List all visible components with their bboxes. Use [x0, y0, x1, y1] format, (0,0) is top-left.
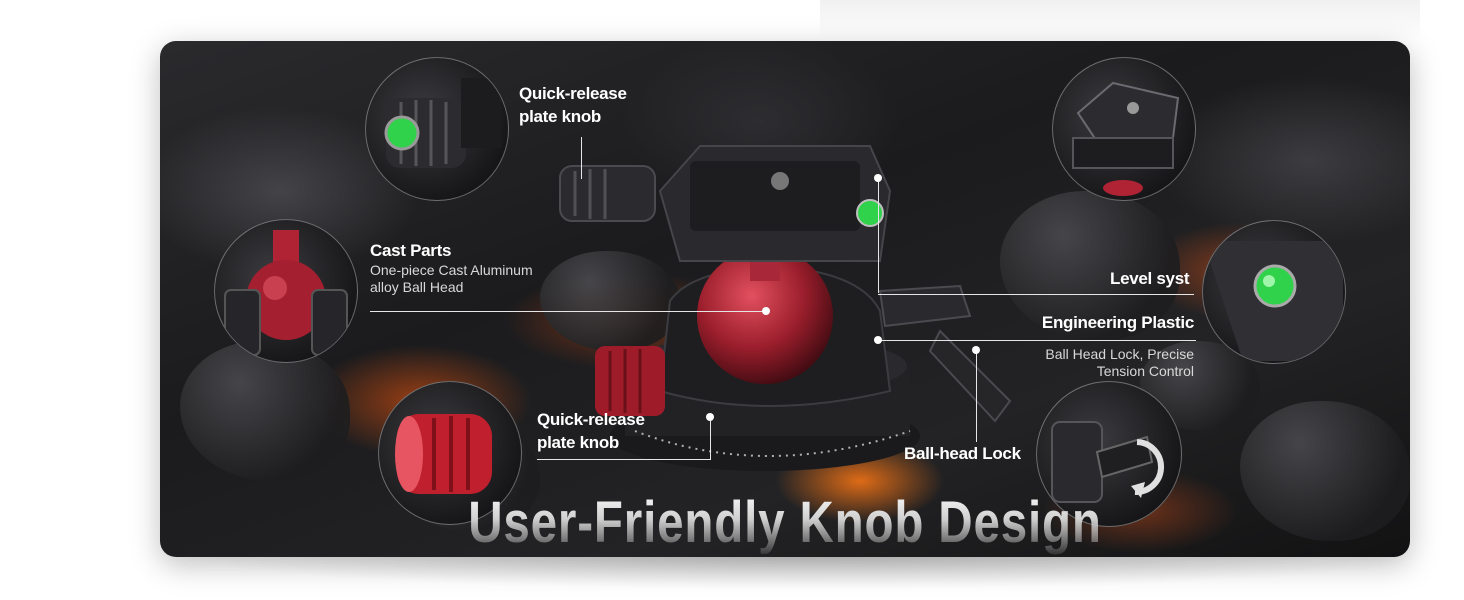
- callout-dot: [972, 346, 980, 354]
- engineering-plastic-title: Engineering Plastic: [1041, 313, 1194, 332]
- quick-release-bottom-line1: Quick-release: [537, 410, 645, 429]
- quick-release-plate-icon: [1072, 81, 1180, 196]
- product-banner: Quick-release plate knob Cast Parts One-…: [160, 41, 1410, 557]
- cast-parts-desc2: alloy Ball Head: [370, 279, 464, 295]
- quick-release-bottom-line2: plate knob: [537, 433, 620, 452]
- lock-rotation-icon: [1051, 421, 1164, 503]
- detail-circle-cast-ball: [214, 219, 358, 363]
- knob-with-level-icon: [384, 78, 501, 168]
- headline: User-Friendly Knob Design: [273, 489, 1298, 556]
- coal-rock: [1000, 191, 1180, 341]
- red-knob-icon: [395, 414, 492, 494]
- cast-parts-desc: One-piece Cast Aluminum alloy Ball Head: [370, 262, 533, 296]
- top-shade: [820, 0, 1420, 40]
- cast-parts-title: Cast Parts: [370, 241, 452, 260]
- detail-circle-lock: [1036, 381, 1182, 527]
- detail-circle-plate: [1052, 57, 1196, 201]
- engineering-plastic-desc: Ball Head Lock, Precise Tension Control: [1045, 346, 1194, 380]
- callout-dot: [706, 413, 714, 421]
- level-system-title: Level syst: [1110, 269, 1190, 288]
- ball-head-illustration: [559, 145, 1012, 471]
- detail-circle-level: [1202, 220, 1346, 364]
- callout-dot: [874, 336, 882, 344]
- cast-parts-desc1: One-piece Cast Aluminum: [370, 262, 533, 278]
- callout-line: [878, 177, 879, 293]
- quick-release-top-line1: Quick-release: [519, 84, 627, 103]
- engineering-plastic-desc1: Ball Head Lock, Precise: [1045, 346, 1194, 362]
- red-ball-icon: [224, 230, 348, 356]
- coal-rock: [1240, 401, 1410, 541]
- coal-rock: [180, 341, 350, 481]
- detail-circle-red-knob: [378, 381, 522, 525]
- engineering-plastic-desc2: Tension Control: [1096, 363, 1194, 379]
- callout-line: [878, 294, 1194, 295]
- callout-line: [710, 421, 711, 459]
- callout-dot: [762, 307, 770, 315]
- quick-release-top-label: Quick-release plate knob: [519, 82, 627, 128]
- coal-rock: [540, 251, 680, 351]
- callout-line: [880, 340, 1196, 341]
- quick-release-top-line2: plate knob: [519, 107, 602, 126]
- callout-line: [976, 350, 977, 442]
- ball-head-lock-title: Ball-head Lock: [904, 444, 1021, 463]
- quick-release-bottom-label: Quick-release plate knob: [537, 408, 645, 454]
- callout-line: [370, 311, 766, 312]
- bubble-level-icon: [1203, 241, 1343, 361]
- callout-dot: [874, 174, 882, 182]
- callout-line: [581, 137, 582, 179]
- callout-line: [537, 459, 711, 460]
- detail-circle-top-knob: [365, 57, 509, 201]
